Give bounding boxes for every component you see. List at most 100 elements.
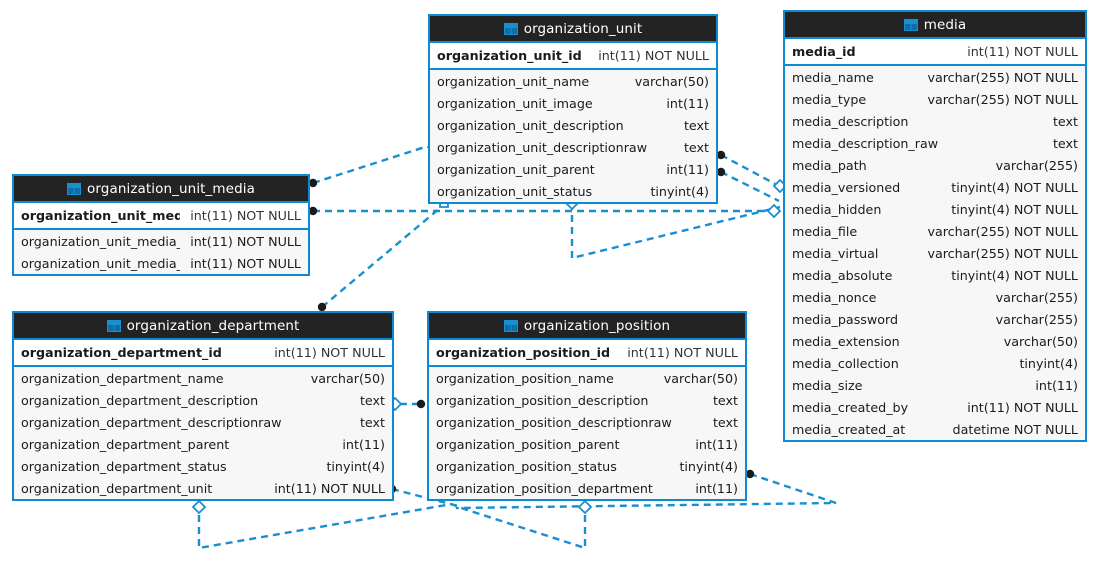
column-name: media_path (792, 157, 867, 173)
column-name: organization_unit_image (437, 95, 593, 111)
rel-dot (745, 469, 755, 479)
column-name: media_nonce (792, 289, 877, 305)
column-type: tinyint(4) NOT NULL (951, 267, 1078, 283)
column-row: organization_unit_media_dstint(11) NOT N… (14, 252, 308, 274)
column-type: tinyint(4) (679, 458, 738, 474)
rel-line-unit-to-media-b (720, 170, 780, 203)
column-type: int(11) (666, 161, 709, 177)
column-name: organization_position_department (436, 480, 653, 496)
column-type: tinyint(4) NOT NULL (951, 201, 1078, 217)
column-row: media_description text (785, 110, 1085, 132)
rel-diamond (191, 499, 207, 515)
column-name: organization_department_status (21, 458, 227, 474)
column-type: text (1052, 135, 1078, 151)
rel-line-unit_media-to-unit (312, 145, 426, 185)
column-type: tinyint(4) NOT NULL (951, 179, 1078, 195)
column-type: text (683, 139, 709, 155)
column-row: organization_department_status tinyint(4) (14, 455, 392, 477)
entity-header: organization_position (429, 313, 745, 340)
column-type: varchar(255) NOT NULL (927, 223, 1078, 239)
rel-diamond (766, 203, 782, 219)
column-row: media_path varchar(255) (785, 154, 1085, 176)
entity-organization-unit[interactable]: organization_unit organization_unit_id i… (428, 14, 718, 204)
entity-media[interactable]: media media_id int(11) NOT NULL media_na… (783, 10, 1087, 442)
column-type: varchar(50) (634, 73, 709, 89)
column-type: varchar(50) (310, 370, 385, 386)
column-name: organization_unit_media_src (21, 233, 180, 249)
rel-dot (317, 302, 327, 312)
entity-title: organization_unit (523, 20, 643, 37)
column-name: media_description (792, 113, 909, 129)
column-type: text (359, 414, 385, 430)
column-name: media_extension (792, 333, 900, 349)
entity-title: organization_position (523, 317, 671, 334)
entity-organization-position[interactable]: organization_position organization_posit… (427, 311, 747, 501)
column-type: tinyint(4) (326, 458, 385, 474)
column-name: media_collection (792, 355, 899, 371)
column-name: organization_position_parent (436, 436, 620, 452)
entity-organization-department[interactable]: organization_department organization_dep… (12, 311, 394, 501)
rel-dot (308, 206, 318, 216)
rel-dot (308, 178, 318, 188)
table-icon (106, 319, 121, 332)
entity-organization-unit-media[interactable]: organization_unit_media organization_uni… (12, 174, 310, 276)
entity-header: organization_unit_media (14, 176, 308, 203)
entity-header: organization_department (14, 313, 392, 340)
column-name: media_created_by (792, 399, 909, 415)
rel-line-position-self (454, 503, 587, 550)
column-name: organization_position_name (436, 370, 614, 386)
column-type: int(11) (695, 436, 738, 452)
column-type: tinyint(4) (650, 183, 709, 199)
column-name: organization_department_id (21, 345, 222, 360)
column-name: media_created_at (792, 421, 906, 437)
entity-header: organization_unit (430, 16, 716, 43)
table-icon (503, 22, 518, 35)
rel-dot (716, 150, 726, 160)
table-icon (903, 18, 918, 31)
column-name: organization_position_descriptionraw (436, 414, 672, 430)
column-type: varchar(255) NOT NULL (927, 245, 1078, 261)
rel-line-department-to-unit (321, 202, 447, 308)
column-name: organization_department_unit (21, 480, 213, 496)
primary-key-row: media_id int(11) NOT NULL (785, 39, 1085, 66)
primary-key-row: organization_position_id int(11) NOT NUL… (429, 340, 745, 367)
column-name: organization_department_descriptionraw (21, 414, 282, 430)
column-type: int(11) (342, 436, 385, 452)
column-type: text (712, 414, 738, 430)
column-type: text (1052, 113, 1078, 129)
rel-line-unit-self-parent (570, 203, 781, 260)
column-row: organization_unit_media_srcint(11) NOT N… (14, 230, 308, 252)
column-row: organization_position_parent int(11) (429, 433, 745, 455)
column-type: varchar(255) (995, 157, 1078, 173)
column-name: media_absolute (792, 267, 893, 283)
entity-title: organization_unit_media (87, 180, 255, 197)
table-icon (67, 182, 82, 195)
column-name: media_id (792, 44, 856, 59)
column-row: media_absolute tinyint(4) NOT NULL (785, 264, 1085, 286)
column-type: int(11) NOT NULL (627, 345, 738, 360)
column-name: media_type (792, 91, 867, 107)
column-type: varchar(50) (1003, 333, 1078, 349)
column-name: organization_department_name (21, 370, 224, 386)
column-type: int(11) (1035, 377, 1078, 393)
